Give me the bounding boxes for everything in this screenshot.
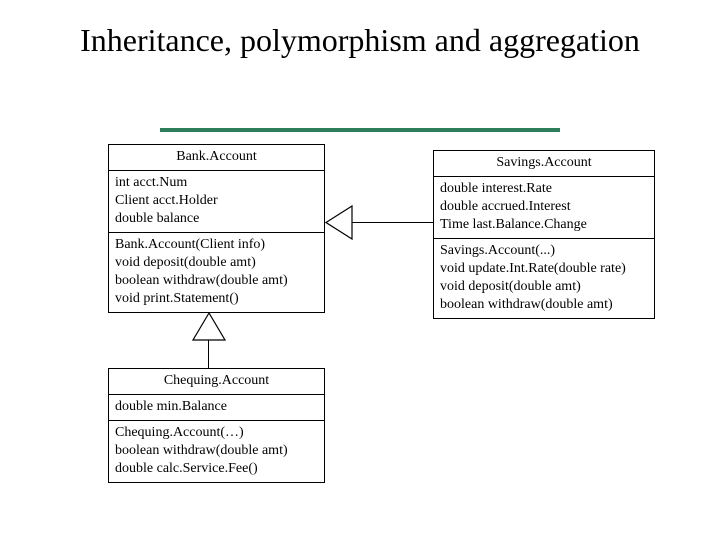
uml-attributes-section: int acct.Num Client acct.Holder double b… xyxy=(109,171,324,233)
uml-method: void deposit(double amt) xyxy=(115,255,256,270)
uml-attribute: Client acct.Holder xyxy=(115,193,218,208)
uml-attribute: double balance xyxy=(115,211,200,226)
generalization-line-savings xyxy=(352,222,434,223)
uml-attribute: double interest.Rate xyxy=(440,181,552,196)
uml-class-name: Bank.Account xyxy=(109,145,324,171)
generalization-arrow-savings xyxy=(325,205,353,240)
uml-methods-section: Chequing.Account(…) boolean withdraw(dou… xyxy=(109,421,324,482)
generalization-line-chequing xyxy=(208,340,209,369)
uml-attribute: double accrued.Interest xyxy=(440,199,571,214)
uml-method: Savings.Account(...) xyxy=(440,243,556,258)
uml-methods-section: Savings.Account(...) void update.Int.Rat… xyxy=(434,239,654,318)
uml-class-savings-account: Savings.Account double interest.Rate dou… xyxy=(433,150,655,319)
uml-attribute: double min.Balance xyxy=(115,399,227,414)
uml-method: Chequing.Account(…) xyxy=(115,425,244,440)
uml-method: void print.Statement() xyxy=(115,291,239,306)
uml-method: void update.Int.Rate(double rate) xyxy=(440,261,626,276)
uml-attributes-section: double interest.Rate double accrued.Inte… xyxy=(434,177,654,239)
uml-class-chequing-account: Chequing.Account double min.Balance Cheq… xyxy=(108,368,325,483)
uml-method: boolean withdraw(double amt) xyxy=(115,273,288,288)
uml-method: Bank.Account(Client info) xyxy=(115,237,266,252)
uml-attributes-section: double min.Balance xyxy=(109,395,324,421)
page-title: Inheritance, polymorphism and aggregatio… xyxy=(80,22,640,58)
uml-method: double calc.Service.Fee() xyxy=(115,461,258,476)
title-divider xyxy=(160,128,560,132)
generalization-arrow-chequing xyxy=(192,312,226,341)
uml-method: boolean withdraw(double amt) xyxy=(440,297,613,312)
uml-attribute: int acct.Num xyxy=(115,175,188,190)
uml-class-name: Savings.Account xyxy=(434,151,654,177)
uml-class-bank-account: Bank.Account int acct.Num Client acct.Ho… xyxy=(108,144,325,313)
uml-methods-section: Bank.Account(Client info) void deposit(d… xyxy=(109,233,324,312)
uml-class-name: Chequing.Account xyxy=(109,369,324,395)
uml-method: boolean withdraw(double amt) xyxy=(115,443,288,458)
uml-method: void deposit(double amt) xyxy=(440,279,581,294)
uml-attribute: Time last.Balance.Change xyxy=(440,217,587,232)
